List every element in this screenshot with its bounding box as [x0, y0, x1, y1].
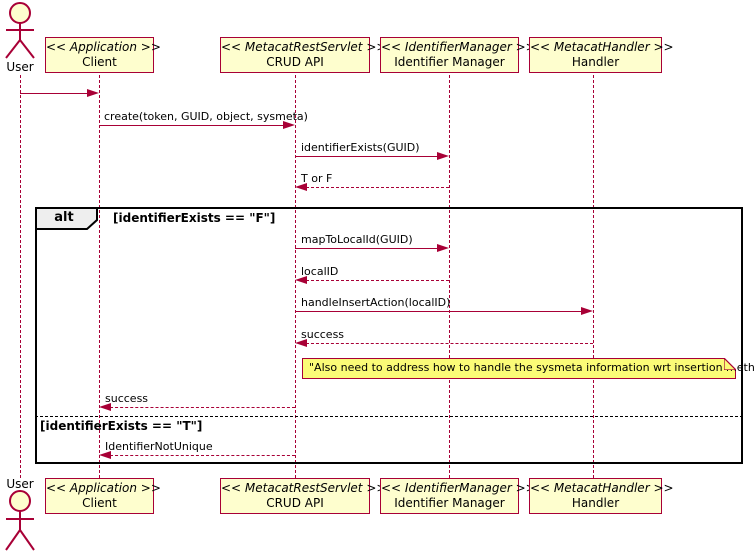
- message-label: localID: [301, 265, 339, 278]
- participant-name: Client: [82, 55, 117, 69]
- message-label: success: [301, 328, 345, 341]
- arrowhead-left-icon: [99, 403, 111, 411]
- alt-frame-label-pentagon: [36, 208, 98, 230]
- message-arrow: [99, 125, 284, 126]
- message-arrow: [295, 248, 438, 249]
- participant-handler-bottom: << MetacatHandler >> Handler: [529, 478, 674, 514]
- message-label: IdentifierNotUnique: [105, 440, 213, 453]
- actor-label-bottom: User: [6, 477, 34, 491]
- message-arrow: [20, 93, 88, 94]
- participant-client-top: << Application >> Client: [45, 37, 161, 73]
- message-label: handleInsertAction(localID): [301, 296, 451, 309]
- participant-stereotype: << Application >>: [46, 40, 161, 54]
- alt-else-divider: [35, 416, 743, 417]
- message-arrow: [306, 187, 449, 188]
- arrowhead-left-icon: [295, 276, 307, 284]
- lifeline-client: [99, 75, 100, 478]
- message-label: T or F: [301, 172, 333, 185]
- arrowhead-right-icon: [437, 244, 449, 252]
- alt-frame: [35, 207, 743, 464]
- message-arrow: [110, 455, 295, 456]
- participant-name: Handler: [571, 496, 620, 510]
- participant-handler-top: << MetacatHandler >> Handler: [529, 37, 674, 73]
- participant-identifier-manager-bottom: << IdentifierManager >> Identifier Manag…: [380, 478, 536, 514]
- user-actor-icon: [5, 490, 35, 551]
- alt-operator-label: alt: [54, 210, 74, 225]
- participant-crud-api-top: << MetacatRestServlet >> CRUD API: [220, 37, 387, 73]
- lifeline-user: [20, 75, 21, 478]
- participant-stereotype: << MetacatHandler >>: [530, 40, 674, 54]
- message-arrow: [110, 407, 295, 408]
- participant-name: CRUD API: [266, 496, 324, 510]
- participant-identifier-manager-top: << IdentifierManager >> Identifier Manag…: [380, 37, 536, 73]
- participant-stereotype: << IdentifierManager >>: [381, 481, 536, 495]
- alt-condition-if: [identifierExists == "F"]: [113, 211, 276, 225]
- message-label: create(token, GUID, object, sysmeta): [104, 110, 308, 123]
- lifeline-handler: [593, 75, 594, 478]
- message-label: mapToLocalId(GUID): [301, 233, 413, 246]
- arrowhead-right-icon: [581, 307, 593, 315]
- participant-stereotype: << Application >>: [46, 481, 161, 495]
- participant-name: Identifier Manager: [394, 55, 505, 69]
- arrowhead-right-icon: [283, 121, 295, 129]
- message-arrow: [295, 156, 438, 157]
- note: "Also need to address how to handle the …: [302, 358, 755, 379]
- participant-name: Identifier Manager: [394, 496, 505, 510]
- message-arrow: [306, 280, 449, 281]
- user-actor-icon: [5, 2, 35, 59]
- arrowhead-right-icon: [437, 152, 449, 160]
- arrowhead-right-icon: [87, 89, 99, 97]
- note-text: "Also need to address how to handle the …: [309, 361, 755, 374]
- message-arrow: [295, 311, 582, 312]
- message-label: identifierExists(GUID): [301, 141, 420, 154]
- participant-stereotype: << IdentifierManager >>: [381, 40, 536, 54]
- participant-name: CRUD API: [266, 55, 324, 69]
- arrowhead-left-icon: [295, 339, 307, 347]
- alt-condition-else: [identifierExists == "T"]: [40, 419, 203, 433]
- participant-stereotype: << MetacatRestServlet >>: [221, 481, 387, 495]
- message-label: success: [105, 392, 149, 405]
- participant-stereotype: << MetacatRestServlet >>: [221, 40, 387, 54]
- participant-crud-api-bottom: << MetacatRestServlet >> CRUD API: [220, 478, 387, 514]
- participant-name: Handler: [571, 55, 620, 69]
- message-arrow: [306, 343, 593, 344]
- arrowhead-left-icon: [295, 183, 307, 191]
- participant-client-bottom: << Application >> Client: [45, 478, 161, 514]
- participant-stereotype: << MetacatHandler >>: [530, 481, 674, 495]
- participant-name: Client: [82, 496, 117, 510]
- lifeline-identifier-manager: [449, 75, 450, 478]
- actor-label-top: User: [6, 60, 34, 74]
- arrowhead-left-icon: [99, 451, 111, 459]
- note-fold-icon: [724, 358, 736, 370]
